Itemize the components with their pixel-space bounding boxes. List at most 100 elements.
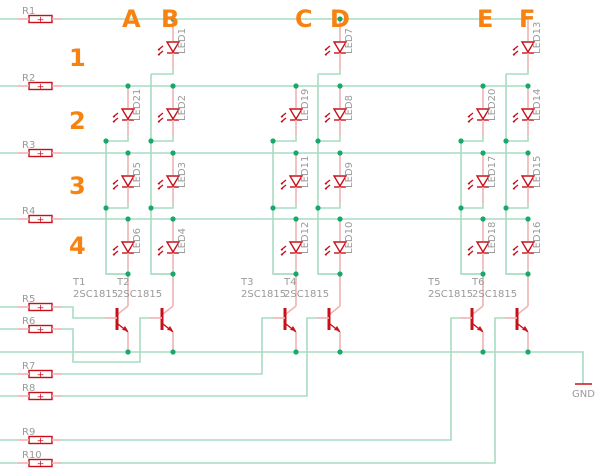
led-label: LED8 (344, 95, 355, 121)
column-label-b: B (161, 5, 179, 33)
junction-dot (125, 349, 131, 355)
led-led18 (467, 241, 491, 256)
emitter-arrow (122, 326, 128, 331)
diode-triangle (165, 175, 181, 188)
resistor-symbol: + (37, 83, 45, 93)
resistor-label-r4: R4 (22, 206, 35, 217)
led-led11 (280, 175, 304, 190)
emitter-arrow (334, 326, 340, 331)
row-label-2: 2 (69, 107, 86, 135)
resistor-r10: + (28, 458, 53, 470)
led-return (506, 136, 529, 142)
junction-dot (480, 150, 486, 156)
row-label-4: 4 (69, 232, 86, 260)
collector-lead (285, 305, 297, 315)
junction-dot (337, 150, 343, 156)
diode-triangle (165, 108, 181, 121)
collector-lead (472, 305, 484, 315)
light-emission-icon (157, 179, 164, 190)
junction-dot (525, 349, 531, 355)
transistor-t2 (160, 305, 174, 333)
led-label: LED7 (344, 28, 355, 54)
collector-lead (162, 305, 174, 315)
junction-dot (125, 150, 131, 156)
light-emission-icon (512, 179, 519, 190)
diode-triangle (332, 175, 348, 188)
base-wire-t3 (62, 317, 273, 375)
junction-dot (337, 349, 343, 355)
resistor-r1: + (28, 14, 53, 26)
led-led20 (467, 108, 491, 123)
resistor-label-r6: R6 (22, 316, 35, 327)
junction-dot (337, 83, 343, 89)
junction-dot (525, 150, 531, 156)
transistor-t4 (327, 305, 341, 333)
transistor-part: 2SC1815 (472, 289, 517, 300)
resistor-label-r2: R2 (22, 73, 35, 84)
transistor-name: T1 (72, 277, 85, 288)
junction-dot (170, 349, 176, 355)
light-emission-icon (280, 179, 287, 190)
led-return (151, 69, 174, 75)
led-led10 (324, 241, 348, 256)
column-bus-c (272, 141, 296, 275)
junction-dot (293, 83, 299, 89)
junction-dot (170, 16, 176, 22)
resistor-label-r1: R1 (22, 6, 35, 17)
led-return (318, 203, 341, 209)
transistor-t3 (283, 305, 297, 333)
resistor-r9: + (28, 435, 53, 447)
diode-triangle (520, 241, 536, 254)
diode-triangle (475, 241, 491, 254)
junction-dot (525, 216, 531, 222)
base-wire-t5 (62, 317, 460, 441)
junction-dot (125, 216, 131, 222)
junction-dot (480, 216, 486, 222)
diode-triangle (332, 108, 348, 121)
junction-dot (293, 271, 299, 277)
led-led1 (157, 41, 181, 56)
resistor-r4: + (28, 214, 53, 226)
resistor-label-r5: R5 (22, 294, 35, 305)
led-return (106, 203, 129, 209)
base-wire-t2 (62, 317, 150, 363)
transistor-name: T5 (427, 277, 440, 288)
light-emission-icon (324, 112, 331, 123)
emitter-lead (285, 323, 297, 333)
light-emission-icon (467, 112, 474, 123)
diode-triangle (165, 241, 181, 254)
junction-dot (125, 271, 131, 277)
resistor-symbol: + (37, 460, 45, 470)
led-led3 (157, 175, 181, 190)
junction-dot (125, 83, 131, 89)
resistor-symbol: + (37, 150, 45, 160)
light-emission-icon (157, 45, 164, 56)
led-label: LED20 (487, 89, 498, 121)
emitter-arrow (522, 326, 528, 331)
transistor-name: T6 (471, 277, 484, 288)
diode-triangle (120, 108, 136, 121)
collector-lead (329, 305, 341, 315)
led-led2 (157, 108, 181, 123)
transistor-name: T2 (116, 277, 129, 288)
led-return (461, 136, 484, 142)
resistor-symbol: + (37, 304, 45, 314)
transistor-part: 2SC1815 (117, 289, 162, 300)
junction-dot (103, 205, 109, 211)
resistor-label-r10: R10 (22, 450, 42, 461)
emitter-lead (472, 323, 484, 333)
transistor-part: 2SC1815 (241, 289, 286, 300)
led-return (106, 136, 129, 142)
led-label: LED19 (300, 89, 311, 121)
row-label-3: 3 (69, 172, 86, 200)
emitter-arrow (477, 326, 483, 331)
diode-triangle (120, 241, 136, 254)
ground-label: GND (572, 389, 595, 400)
junction-dot (503, 205, 509, 211)
resistor-r6: + (28, 324, 53, 336)
light-emission-icon (157, 245, 164, 256)
diode-triangle (120, 175, 136, 188)
resistor-symbol: + (37, 437, 45, 447)
junction-dot (525, 83, 531, 89)
